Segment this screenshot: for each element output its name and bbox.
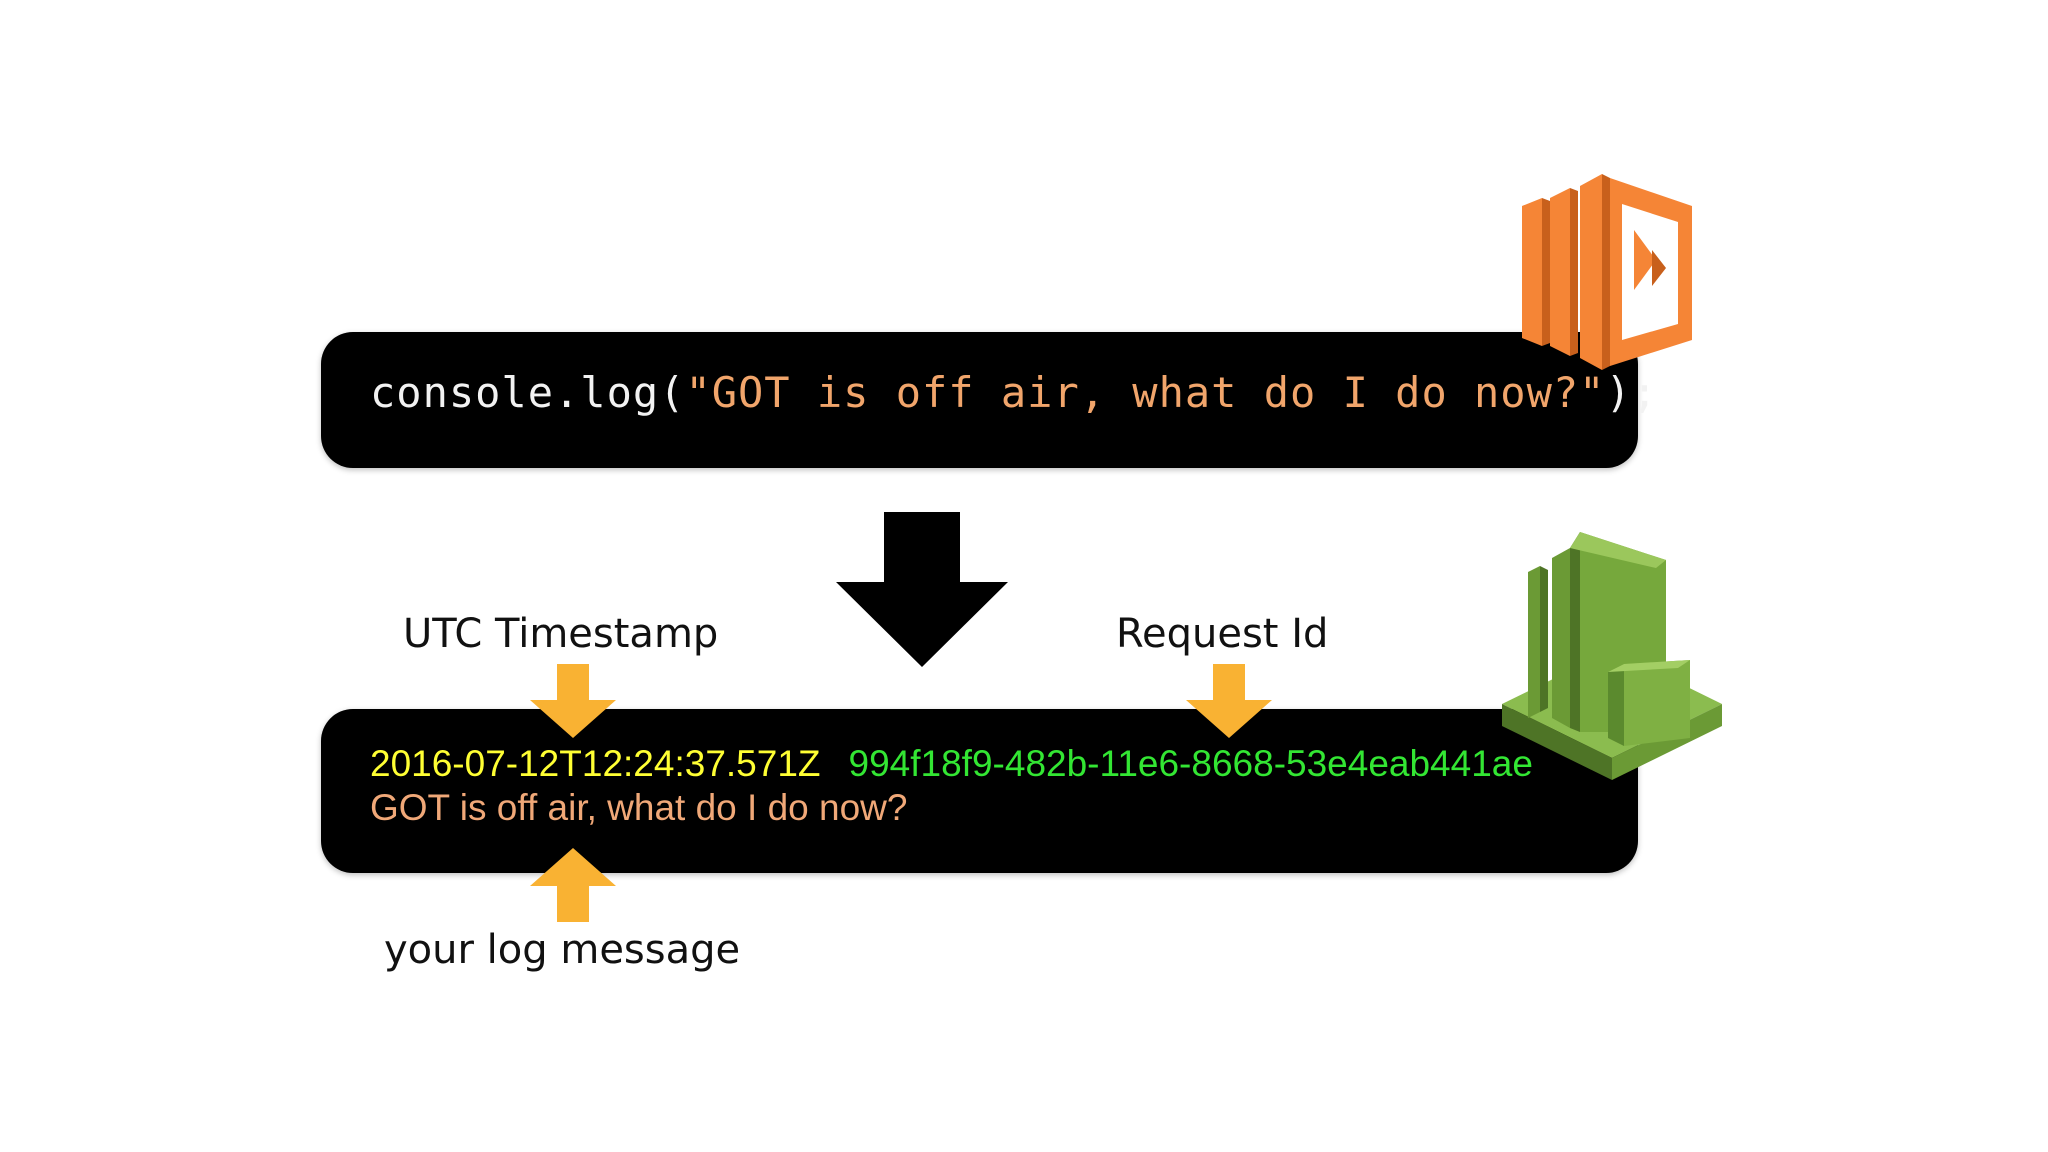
code-snippet-box: console.log("GOT is off air, what do I d…: [321, 332, 1657, 468]
log-output-box: 2016-07-12T12:24:37.571Z 994f18f9-482b-11…: [321, 709, 1638, 873]
timestamp-pointer-arrow-icon: [530, 664, 616, 738]
down-arrow-icon: [836, 512, 1008, 667]
label-log-message: your log message: [384, 927, 741, 973]
log-request-id: 994f18f9-482b-11e6-8668-53e4eab441ae: [848, 743, 1533, 784]
log-message: GOT is off air, what do I do now?: [370, 787, 908, 828]
aws-lambda-icon: [1522, 174, 1692, 370]
log-header-line: 2016-07-12T12:24:37.571Z 994f18f9-482b-11…: [370, 745, 1533, 782]
code-string: "GOT is off air, what do I do now?": [685, 368, 1606, 417]
code-line: console.log("GOT is off air, what do I d…: [370, 372, 1658, 414]
label-request-id: Request Id: [1116, 611, 1329, 657]
code-suffix: );: [1605, 368, 1659, 417]
label-utc-timestamp: UTC Timestamp: [403, 611, 719, 657]
message-pointer-arrow-icon: [530, 848, 616, 922]
aws-cloudwatch-icon: [1502, 532, 1722, 780]
log-timestamp: 2016-07-12T12:24:37.571Z: [370, 743, 821, 784]
request-id-pointer-arrow-icon: [1186, 664, 1272, 738]
code-prefix: console.log(: [370, 368, 686, 417]
